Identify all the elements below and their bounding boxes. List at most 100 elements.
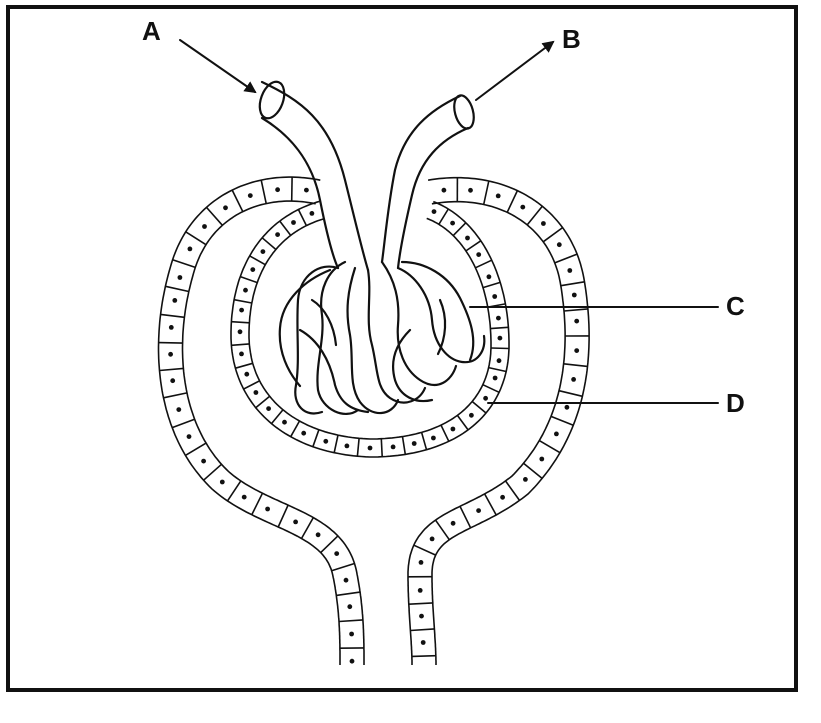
cell-nucleus bbox=[493, 376, 498, 381]
cell-divider bbox=[185, 443, 206, 455]
cell-nucleus bbox=[172, 298, 177, 303]
cell-divider bbox=[412, 656, 436, 657]
cell-divider bbox=[339, 620, 363, 622]
cell-nucleus bbox=[492, 294, 497, 299]
cell-nucleus bbox=[391, 445, 396, 450]
efferent-arteriole bbox=[382, 96, 460, 262]
cell-divider bbox=[204, 464, 222, 480]
cell-nucleus bbox=[487, 274, 492, 279]
cell-nucleus bbox=[541, 221, 546, 226]
cell-nucleus bbox=[188, 247, 193, 252]
cell-nucleus bbox=[254, 390, 259, 395]
cell-divider bbox=[313, 430, 319, 447]
cell-nucleus bbox=[266, 406, 271, 411]
cell-nucleus bbox=[451, 427, 456, 432]
capillary-loop bbox=[312, 300, 336, 345]
cell-nucleus bbox=[239, 308, 244, 313]
cell-divider bbox=[280, 221, 291, 235]
cell-nucleus bbox=[291, 220, 296, 225]
cell-nucleus bbox=[539, 457, 544, 462]
cell-divider bbox=[172, 419, 194, 427]
cell-divider bbox=[207, 207, 223, 225]
label-a: A bbox=[142, 16, 161, 46]
cell-nucleus bbox=[476, 508, 481, 513]
cell-divider bbox=[231, 344, 249, 345]
cell-divider bbox=[298, 210, 306, 226]
cell-divider bbox=[484, 181, 489, 205]
cell-nucleus bbox=[201, 459, 206, 464]
cell-nucleus bbox=[169, 325, 174, 330]
cell-nucleus bbox=[496, 316, 501, 321]
diagram-frame bbox=[8, 7, 796, 690]
cell-nucleus bbox=[442, 188, 447, 193]
cell-divider bbox=[561, 282, 585, 286]
cell-nucleus bbox=[223, 205, 228, 210]
cell-nucleus bbox=[500, 495, 505, 500]
label-c: C bbox=[726, 291, 745, 321]
cell-divider bbox=[161, 314, 185, 317]
cell-nucleus bbox=[572, 293, 577, 298]
cell-nucleus bbox=[176, 407, 181, 412]
label-b: B bbox=[562, 24, 581, 54]
cell-divider bbox=[564, 364, 588, 367]
cell-nucleus bbox=[261, 249, 266, 254]
bowmans-capsule bbox=[159, 177, 590, 665]
cell-nucleus bbox=[275, 232, 280, 237]
cell-divider bbox=[278, 505, 288, 527]
capsule-wall-edge bbox=[408, 202, 565, 665]
cell-nucleus bbox=[430, 537, 435, 542]
cell-nucleus bbox=[469, 413, 474, 418]
afferent-arteriole-opening bbox=[255, 78, 289, 121]
cell-divider bbox=[483, 385, 499, 393]
cell-nucleus bbox=[265, 507, 270, 512]
cell-nucleus bbox=[244, 372, 249, 377]
cell-divider bbox=[439, 209, 448, 224]
cell-nucleus bbox=[496, 194, 501, 199]
cell-divider bbox=[164, 393, 188, 398]
capillary-loop bbox=[348, 268, 398, 413]
cell-nucleus bbox=[523, 477, 528, 482]
pointer-arrow-b bbox=[476, 42, 553, 100]
cell-nucleus bbox=[282, 420, 287, 425]
cell-divider bbox=[485, 494, 497, 515]
cell-nucleus bbox=[431, 436, 436, 441]
cell-divider bbox=[527, 206, 542, 225]
cell-nucleus bbox=[250, 267, 255, 272]
cell-nucleus bbox=[323, 439, 328, 444]
cell-nucleus bbox=[498, 336, 503, 341]
cell-nucleus bbox=[565, 405, 570, 410]
cell-nucleus bbox=[468, 188, 473, 193]
cell-divider bbox=[262, 238, 276, 250]
cell-divider bbox=[414, 545, 436, 555]
cell-nucleus bbox=[419, 560, 424, 565]
cell-divider bbox=[491, 348, 509, 349]
cell-divider bbox=[559, 391, 582, 397]
cell-divider bbox=[507, 191, 517, 213]
cell-nucleus bbox=[344, 578, 349, 583]
capillary-loop bbox=[295, 267, 338, 414]
cell-divider bbox=[291, 421, 300, 437]
cell-divider bbox=[460, 506, 471, 528]
cell-divider bbox=[231, 322, 249, 323]
cell-nucleus bbox=[168, 352, 173, 357]
cell-nucleus bbox=[275, 187, 280, 192]
cell-nucleus bbox=[349, 632, 354, 637]
cell-divider bbox=[357, 438, 359, 456]
cell-nucleus bbox=[418, 588, 423, 593]
cell-nucleus bbox=[347, 604, 352, 609]
cell-divider bbox=[240, 277, 257, 283]
cell-divider bbox=[555, 254, 577, 263]
cell-nucleus bbox=[368, 446, 373, 451]
cell-divider bbox=[261, 180, 266, 204]
cell-nucleus bbox=[483, 396, 488, 401]
cell-nucleus bbox=[301, 431, 306, 436]
cell-nucleus bbox=[554, 432, 559, 437]
cell-nucleus bbox=[238, 329, 243, 334]
cell-nucleus bbox=[451, 521, 456, 526]
cell-nucleus bbox=[242, 495, 247, 500]
cell-divider bbox=[475, 260, 491, 268]
cell-divider bbox=[403, 437, 406, 455]
cell-nucleus bbox=[310, 211, 315, 216]
cell-divider bbox=[483, 282, 500, 287]
